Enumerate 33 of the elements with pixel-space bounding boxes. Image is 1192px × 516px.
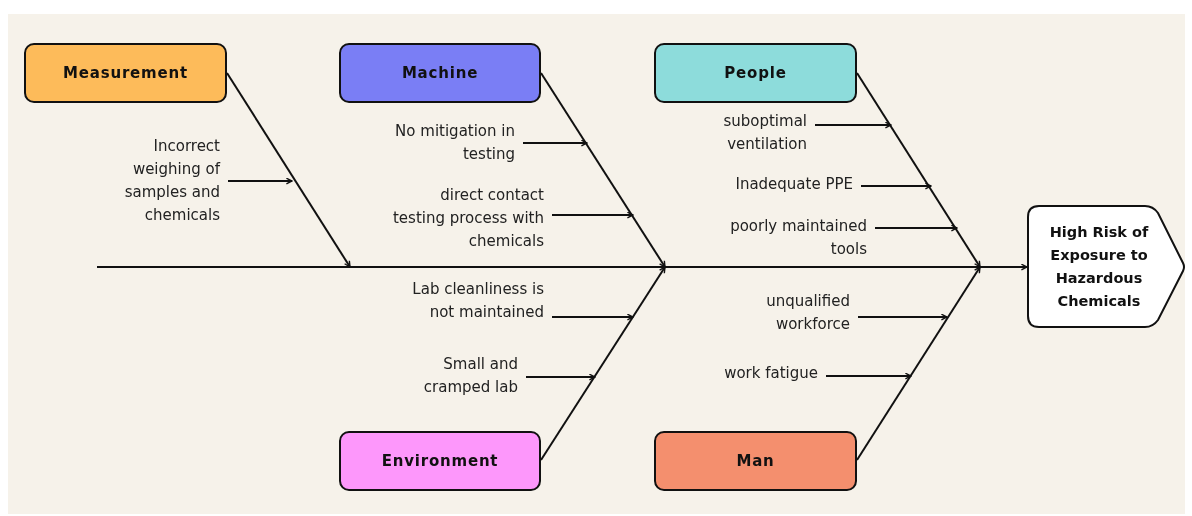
category-box: Environment bbox=[339, 431, 541, 491]
arrow bbox=[825, 372, 912, 380]
arrow bbox=[874, 224, 958, 232]
category-box: Measurement bbox=[24, 43, 227, 103]
bone-arrow bbox=[540, 72, 666, 268]
spine-arrow bbox=[96, 263, 1028, 271]
cause-text: Lab cleanliness is not maintained bbox=[398, 278, 544, 350]
bone-arrow bbox=[540, 266, 666, 461]
cause-text: suboptimal ventilation bbox=[690, 110, 807, 158]
cause-text: No mitigation in testing bbox=[350, 120, 515, 168]
category-box: Man bbox=[654, 431, 857, 491]
arrow bbox=[525, 373, 596, 381]
bone-arrow bbox=[856, 72, 981, 268]
arrow bbox=[522, 139, 588, 147]
bone-arrow bbox=[856, 266, 981, 461]
effect-box bbox=[1027, 205, 1185, 328]
cause-text: work fatigue bbox=[696, 362, 818, 386]
arrow bbox=[857, 313, 948, 321]
arrow bbox=[227, 177, 293, 185]
arrow bbox=[814, 121, 892, 129]
bone-arrow bbox=[226, 72, 351, 268]
effect-text: High Risk of Exposure to Hazardous Chemicals bbox=[1048, 222, 1150, 311]
arrow bbox=[551, 211, 634, 219]
arrow bbox=[860, 182, 932, 190]
cause-text: direct contact testing process with chemicals bbox=[386, 184, 544, 256]
category-box: People bbox=[654, 43, 857, 103]
cause-text: Incorrect weighing of samples and chemicals bbox=[96, 135, 220, 231]
cause-text: unqualified workforce bbox=[730, 290, 850, 338]
cause-text: Inadequate PPE bbox=[700, 173, 853, 197]
cause-text: Small and cramped lab bbox=[396, 353, 518, 401]
arrow bbox=[551, 313, 634, 321]
cause-text: poorly maintained tools bbox=[706, 215, 867, 263]
category-box: Machine bbox=[339, 43, 541, 103]
